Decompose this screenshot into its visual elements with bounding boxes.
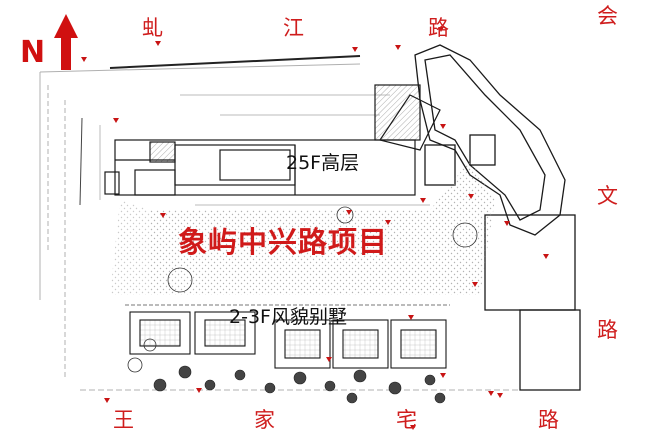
road-east-char-3: 路 (597, 318, 618, 342)
villa-label: 2-3F风貌别墅 (229, 306, 347, 328)
site-boundary (39, 55, 520, 391)
road-north-char-3: 路 (428, 16, 449, 40)
trees (153, 365, 446, 404)
road-south-char-3: 宅 (396, 408, 417, 432)
road-south-char-1: 王 (113, 408, 134, 432)
road-north-char-2: 江 (283, 16, 304, 40)
east-building (414, 44, 581, 391)
north-label: N (20, 35, 46, 70)
outline-trees (127, 206, 478, 373)
highrise-label: 25F高层 (286, 152, 360, 174)
road-south-char-2: 家 (254, 408, 275, 432)
road-south-char-4: 路 (538, 408, 559, 432)
entrance-markers (81, 27, 549, 430)
highrise-building (104, 84, 441, 196)
plaza-area (110, 160, 495, 295)
road-east-char-1: 会 (597, 4, 618, 28)
road-north-char-1: 虬 (142, 16, 163, 40)
road-east-char-2: 文 (597, 184, 618, 208)
project-title: 象屿中兴路项目 (178, 225, 389, 259)
villa-row (125, 304, 450, 369)
north-arrow-icon (54, 14, 78, 70)
